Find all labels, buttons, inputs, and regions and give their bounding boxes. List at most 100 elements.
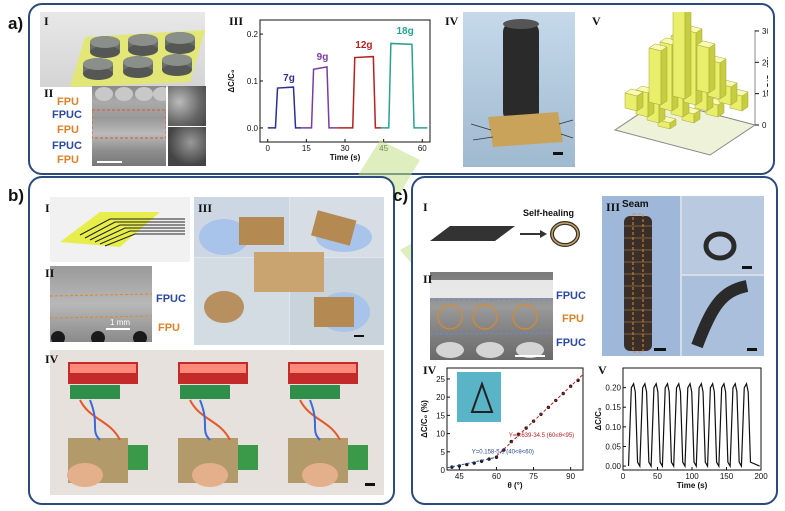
y-axis-label: ΔC/C₀ [594,407,603,431]
bar-face [696,44,710,94]
data-point [502,448,506,452]
a-V-3d-bar-chart: 0 10 20 30ΔC/C₀ (%) [613,12,768,156]
b-II-label: II [45,266,55,280]
panel-b-label: b) [8,186,25,205]
x-axis-label: Time (s) [330,153,361,162]
panel-a-label: a) [8,14,24,33]
c-I-self-healing-schematic: Self-healing [425,196,585,256]
z-tick-label: 0 [762,121,767,130]
data-point [517,432,521,436]
x-tick-label: 75 [529,472,538,481]
bar-3d [657,115,677,130]
x-tick-label: 15 [302,144,311,153]
plot-frame [622,367,762,471]
x-tick-label: 30 [341,144,350,153]
y-tick-label: 0.00 [605,462,621,471]
weight-annotation: 18g [397,26,414,37]
x-axis-label: Time (s) [677,481,708,490]
x-axis-label: θ (°) [507,481,522,490]
z-tick-label: 20 [762,58,768,67]
c-III-stretchable-tube-photos: Seam [602,196,764,356]
x-tick-label: 100 [685,472,699,481]
data-point [450,465,454,469]
weight-annotation: 7g [283,73,295,84]
x-tick-label: 60 [418,144,427,153]
b-I-sensor-array-schematic [50,197,190,262]
x-tick-label: 60 [492,472,501,481]
x-tick-label: 200 [754,472,768,481]
a-II-sem-zoom-bottom [168,127,206,166]
z-tick-label: 10 [762,90,768,99]
plot-frame [446,367,584,471]
bar-3d [648,43,668,106]
c-self-healing-label: Self-healing [523,208,575,218]
signal-line [301,66,338,129]
a-layer-label: FPUC [52,109,82,121]
cycle-signal-line [627,381,760,469]
x-tick-label: 150 [720,472,734,481]
bar-side [684,12,692,100]
panel-c-label: c) [393,186,409,205]
a-II-sem-cross-section [92,86,166,166]
y-tick-label: 0.15 [605,403,621,412]
y-tick-label: 20 [436,393,445,402]
bar-face [672,12,686,100]
b-layer-label: FPUC [156,293,186,305]
bar-side [708,43,716,94]
y-tick-label: 0.2 [247,30,259,39]
bar-side [660,46,668,106]
y-tick-label: 10 [436,430,445,439]
signal-line [337,55,382,129]
fit-line-low [446,456,497,469]
bar-top [696,40,716,49]
bar-top [648,43,668,52]
z-axis-label: ΔC/C₀ (%) [766,56,768,94]
c-I-label: I [423,200,428,214]
b-II-scale-label: 1 mm [110,318,130,327]
a-III-label: III [229,14,244,28]
y-tick-label: 0.0 [247,124,259,133]
c-layer-label: FPUC [556,337,586,349]
x-tick-label: 50 [653,472,662,481]
y-tick-label: 0 [441,466,446,475]
z-tick-label: 30 [762,27,768,36]
y-axis-label: ΔC/C₀ [227,69,236,93]
c-II-label: II [423,272,433,286]
a-IV-sensor-photo [463,12,575,167]
a-II-label: II [44,86,54,100]
x-tick-label: 45 [455,472,464,481]
y-tick-label: 25 [436,375,445,384]
x-tick-label: 90 [566,472,575,481]
y-tick-label: 15 [436,411,445,420]
b-IV-keypad-demo-photos [50,350,384,495]
b-IV-label: IV [45,352,59,366]
a-V-label: V [592,14,601,28]
fit-equation-low: Y=0.158-5.9 (40<θ<60) [472,450,534,456]
c-layer-label: FPUC [556,290,586,302]
bar-face [648,47,662,106]
b-I-label: I [45,201,50,215]
y-tick-label: 0.10 [605,423,621,432]
signal-line [381,42,428,129]
weight-annotation: 9g [317,52,329,63]
bar-3d [672,12,692,100]
a-I-label: I [44,14,49,28]
b-III-wearable-photos [194,197,384,345]
y-tick-label: 0.05 [605,442,621,451]
c-V-label: V [598,363,607,377]
c-III-label: III [606,200,621,214]
b-III-label: III [198,201,213,215]
a-II-sem-zoom-top [168,86,206,126]
bar-top [624,88,644,97]
a-I-cylinder-array-image [40,12,205,87]
a-IV-label: IV [445,14,459,28]
weight-annotation: 12g [355,40,372,51]
x-tick-label: 0 [621,472,626,481]
inset-sensor [470,381,494,413]
c-layer-label: FPU [562,313,584,325]
signal-line [267,86,302,129]
a-layer-label: FPUC [52,140,82,152]
